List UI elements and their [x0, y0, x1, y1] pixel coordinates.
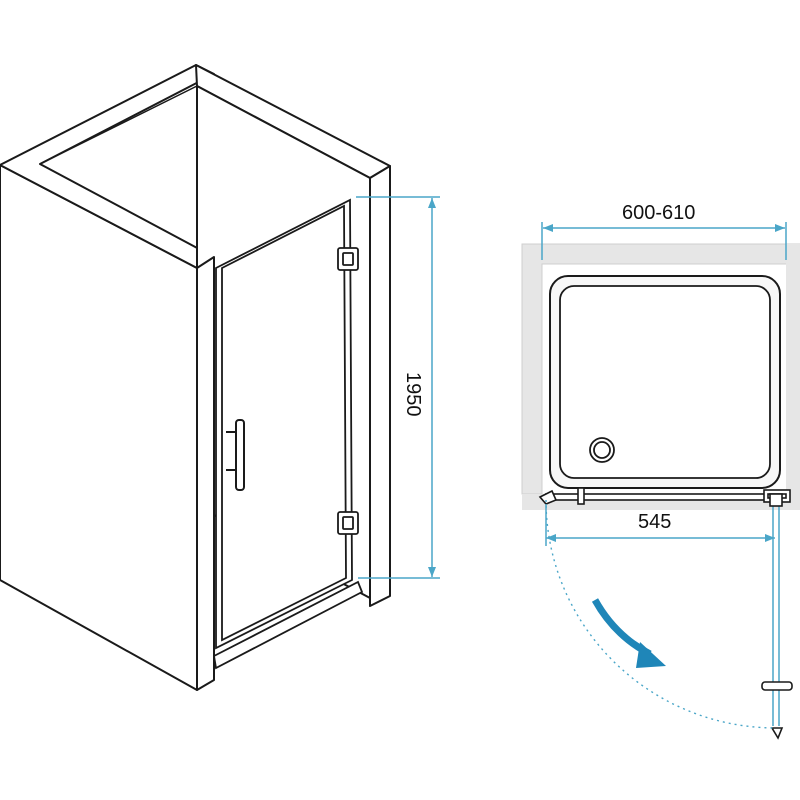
right-wall-edge	[369, 165, 391, 607]
shower-tray-inner	[559, 285, 771, 479]
handle-icon	[226, 419, 245, 491]
hinge-icon	[337, 247, 359, 271]
top-inner-line	[39, 85, 198, 165]
height-label: 1950	[402, 372, 424, 417]
drain-icon	[589, 437, 615, 463]
width-dimension-line	[541, 222, 787, 260]
door-width-label: 545	[638, 511, 672, 533]
open-door	[772, 500, 780, 726]
door-width-dimension-line	[545, 504, 775, 546]
height-dimension-line	[356, 196, 440, 579]
door-threshold	[213, 580, 364, 670]
swing-arc	[545, 499, 777, 729]
hinge-icon	[337, 511, 359, 535]
open-door-handle	[761, 493, 793, 740]
plan-wall-right	[786, 244, 800, 510]
left-wall-edge	[196, 256, 215, 691]
glass-door	[215, 198, 353, 650]
enclosure-width-label: 600-610	[622, 202, 696, 224]
curved-arrow-icon	[591, 598, 666, 668]
